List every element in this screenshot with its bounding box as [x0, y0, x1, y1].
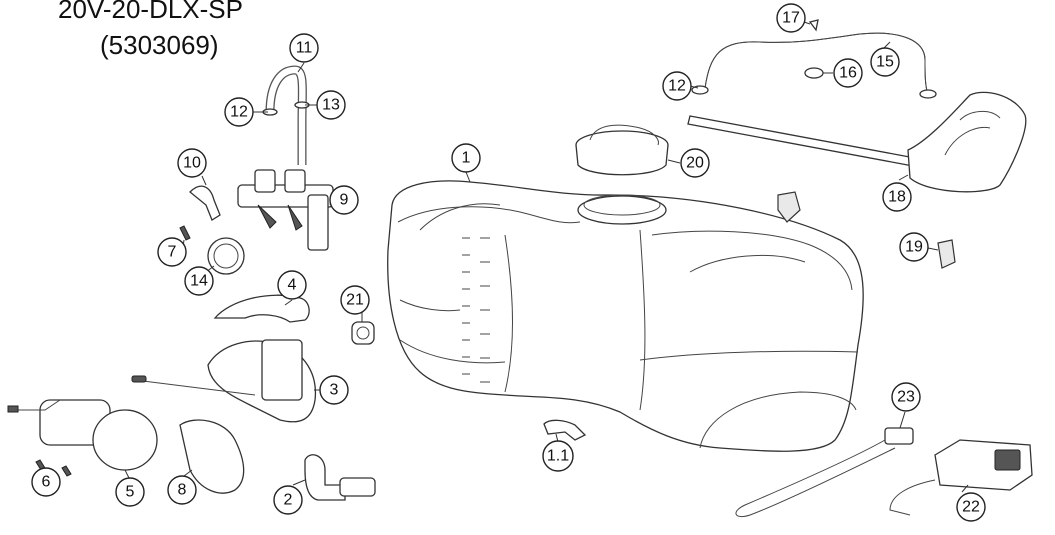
- callout-4-label: 4: [288, 277, 297, 294]
- model-title: 20V-20-DLX-SP: [58, 0, 243, 24]
- callout-13-label: 13: [322, 97, 340, 114]
- clip: [777, 191, 956, 269]
- callout-21-label: 21: [346, 292, 364, 309]
- callout-5-label: 5: [126, 484, 135, 501]
- callout-1-1-label: 1.1: [547, 448, 569, 465]
- elbow-fitting: [304, 454, 376, 501]
- callout-1-1: 1.1: [542, 440, 574, 472]
- callout-8: 8: [167, 475, 197, 505]
- callout-13: 13: [316, 90, 346, 120]
- callout-16-label: 16: [839, 65, 857, 82]
- pump-cover: [179, 419, 245, 494]
- callout-23-label: 23: [897, 389, 915, 406]
- callout-2-label: 2: [284, 492, 293, 509]
- callout-10: 10: [177, 148, 207, 178]
- callout-3: 3: [319, 375, 349, 405]
- callout-9-label: 9: [340, 192, 349, 209]
- tank-lid: [575, 124, 669, 176]
- callout-18: 18: [882, 182, 912, 212]
- callout-18-label: 18: [888, 189, 906, 206]
- callout-17: 17: [776, 3, 806, 33]
- gauge: [207, 237, 245, 275]
- callout-6: 6: [31, 467, 61, 497]
- part-number: (5303069): [100, 30, 219, 60]
- callout-7: 7: [157, 237, 187, 267]
- callout-12-pump-label: 12: [230, 104, 248, 121]
- callout-2: 2: [273, 485, 303, 515]
- callout-19-label: 19: [905, 239, 923, 256]
- callout-3-label: 3: [330, 382, 339, 399]
- battery-connector: [735, 427, 914, 518]
- callout-7-label: 7: [168, 244, 177, 261]
- screw: [35, 225, 191, 477]
- callout-20-label: 20: [686, 155, 704, 172]
- hose: [704, 32, 929, 96]
- pump-motor: [7, 399, 158, 471]
- callout-9: 9: [329, 185, 359, 215]
- callout-5: 5: [115, 477, 145, 507]
- callout-14: 14: [184, 266, 214, 296]
- pump-housing: [131, 339, 317, 423]
- callout-4: 4: [277, 270, 307, 300]
- pump-hose: [262, 65, 310, 165]
- callout-12-hose: 12: [662, 71, 692, 101]
- callout-15-label: 15: [876, 54, 894, 71]
- callout-8-label: 8: [178, 482, 187, 499]
- manifold-valve: [237, 169, 334, 251]
- spray-wand: [687, 91, 1027, 193]
- callout-11-label: 11: [296, 40, 313, 57]
- callout-20: 20: [680, 148, 710, 178]
- charger: [889, 439, 1033, 516]
- callout-22: 22: [956, 492, 986, 522]
- callout-12-hose-label: 12: [668, 78, 686, 95]
- callout-17-label: 17: [782, 10, 800, 27]
- callout-16: 16: [833, 58, 863, 88]
- callout-1-label: 1: [462, 150, 471, 167]
- callout-15: 15: [870, 47, 900, 77]
- plug: [351, 321, 375, 345]
- bracket: [189, 185, 221, 221]
- pump-mount: [213, 294, 310, 323]
- callout-23: 23: [891, 382, 921, 412]
- callout-22-label: 22: [962, 499, 980, 516]
- callout-1: 1: [451, 143, 481, 173]
- callout-19: 19: [899, 232, 929, 262]
- callout-11: 11: [289, 33, 319, 63]
- callout-21: 21: [340, 285, 370, 315]
- tank: [387, 180, 864, 452]
- fitting: [543, 419, 587, 441]
- callout-10-label: 10: [183, 155, 201, 172]
- hose-clamp: [691, 19, 937, 99]
- callout-6-label: 6: [42, 474, 51, 491]
- callout-14-label: 14: [190, 273, 208, 290]
- callout-12-pump: 12: [224, 97, 254, 127]
